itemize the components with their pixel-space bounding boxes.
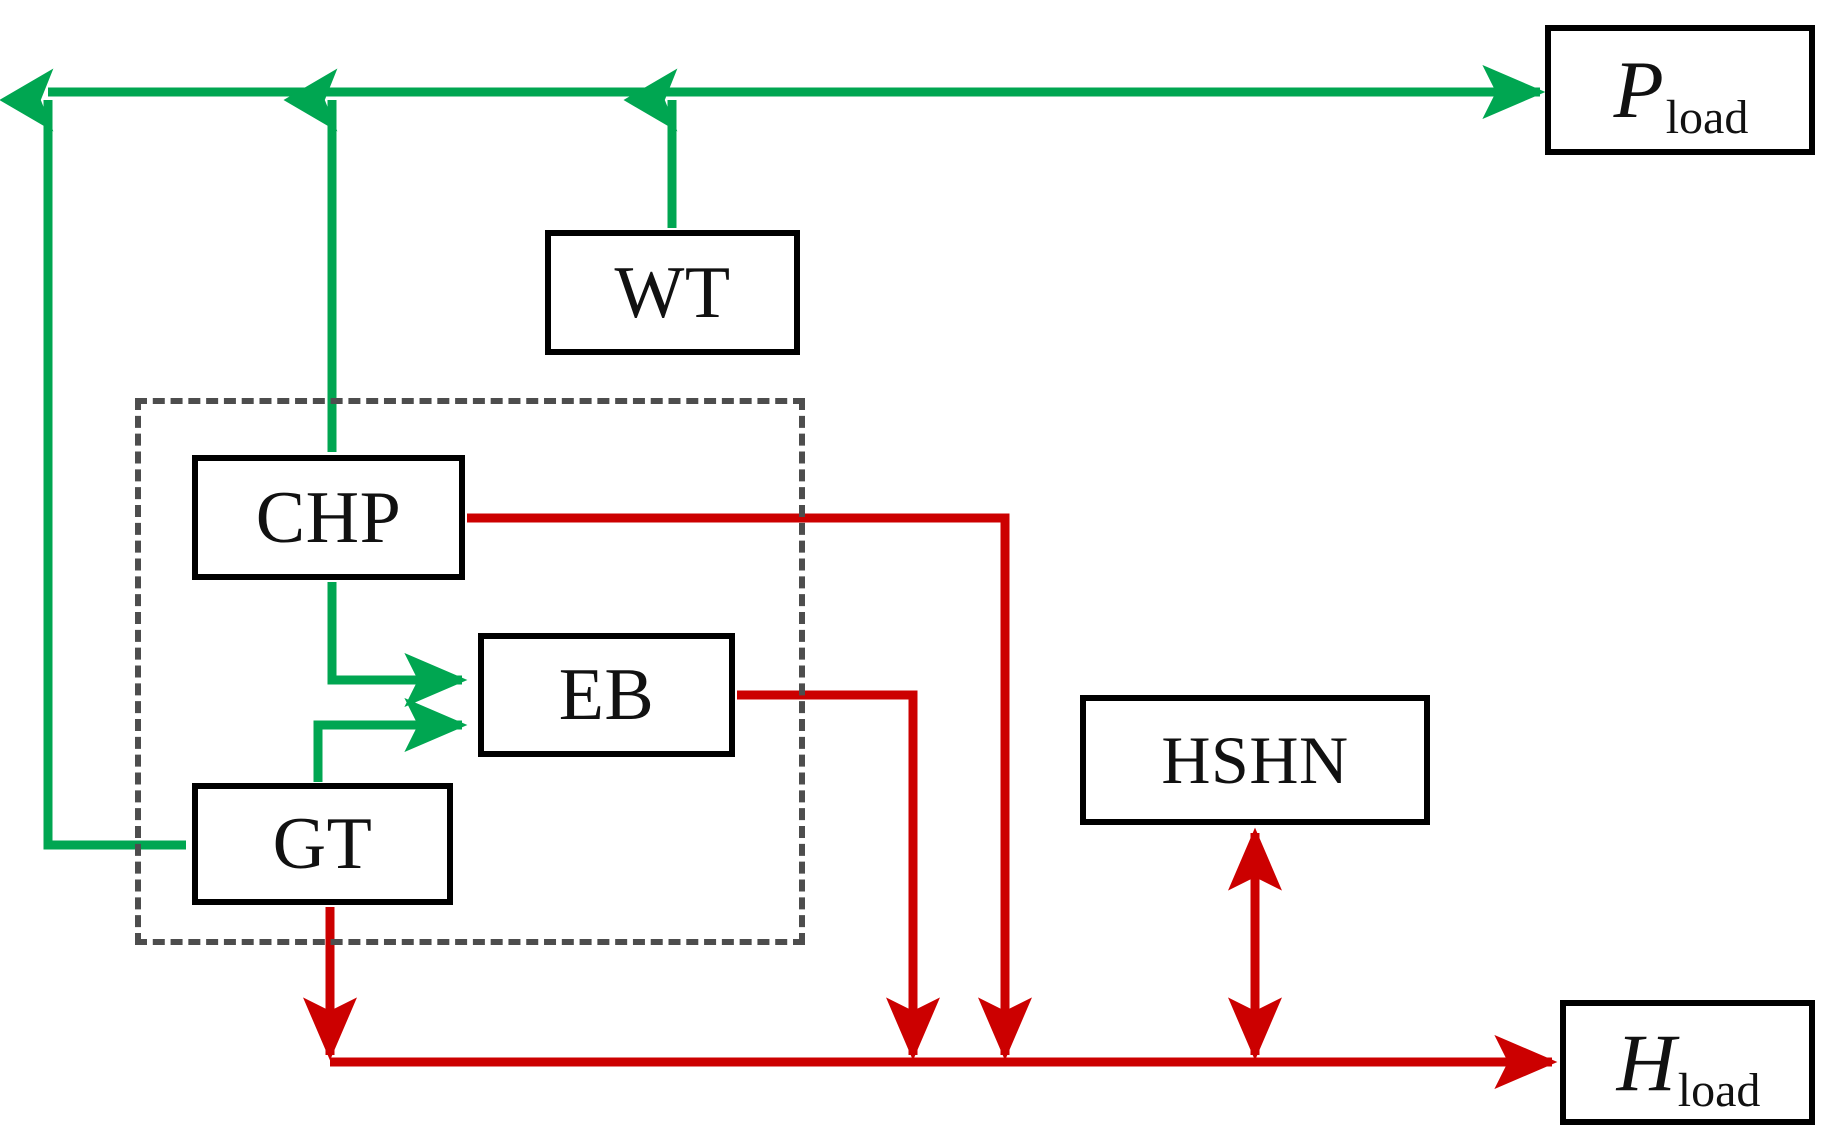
eb-label: EB <box>558 654 655 736</box>
node-wt[interactable]: WT <box>545 230 800 355</box>
hshn-label: HSHN <box>1161 722 1349 798</box>
node-eb[interactable]: EB <box>478 633 735 757</box>
chp-label: CHP <box>255 476 402 559</box>
node-hshn[interactable]: HSHN <box>1080 695 1430 825</box>
node-chp[interactable]: CHP <box>192 455 465 580</box>
wt-label: WT <box>614 251 731 334</box>
node-gt[interactable]: GT <box>192 783 453 905</box>
energy-conversion-zone <box>135 398 805 945</box>
gt-label: GT <box>272 803 373 885</box>
